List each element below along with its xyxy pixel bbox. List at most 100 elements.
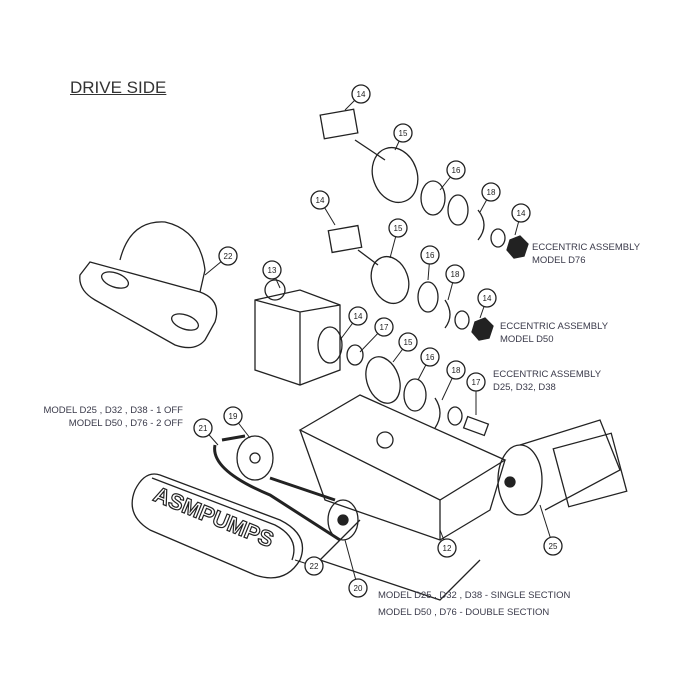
- eccentric-assembly-d76: [319, 108, 529, 259]
- label-eccentric-d76: ECCENTRIC ASSEMBLY MODEL D76: [532, 241, 640, 267]
- callout-circle: [437, 538, 457, 558]
- callout-circle: [481, 182, 501, 202]
- callout-number: 14: [354, 312, 363, 321]
- callout-number: 22: [224, 252, 233, 261]
- callout-circle: [193, 418, 213, 438]
- belt-guard-rear: [79, 221, 218, 349]
- callout-13: 13: [262, 260, 282, 289]
- callout-circle: [348, 578, 368, 598]
- eccentric-assembly-d50: [327, 224, 494, 341]
- label-line: MODEL D76: [532, 255, 586, 266]
- callout-17: 17: [466, 372, 486, 415]
- callout-17: 17: [359, 317, 394, 353]
- callout-number: 12: [443, 544, 452, 553]
- callout-circle: [348, 306, 368, 326]
- label-line: D25, D32, D38: [493, 382, 556, 393]
- callout-21: 21: [193, 418, 219, 446]
- callout-number: 25: [549, 542, 558, 551]
- callout-15: 15: [392, 332, 418, 363]
- callout-number: 18: [487, 188, 496, 197]
- callout-15: 15: [388, 218, 408, 259]
- base-plate: [298, 394, 507, 601]
- label-line: ECCENTRIC ASSEMBLY: [493, 369, 602, 380]
- callout-number: 15: [404, 338, 413, 347]
- callout-circle: [262, 260, 282, 280]
- callout-circle: [445, 264, 465, 284]
- callout-16: 16: [420, 245, 440, 281]
- callout-number: 18: [452, 366, 461, 375]
- callout-circle: [446, 160, 466, 180]
- callout-number: 22: [310, 562, 319, 571]
- diagram-title: DRIVE SIDE: [70, 78, 167, 97]
- callout-circle: [388, 218, 408, 238]
- callout-12: 12: [437, 529, 457, 558]
- label-pulley-quantity: MODEL D25 , D32 , D38 - 1 OFF MODEL D50 …: [40, 404, 183, 430]
- callout-number: 14: [483, 294, 492, 303]
- callout-circle: [304, 556, 324, 576]
- callout-number: 15: [399, 129, 408, 138]
- pulleys-and-belt: [213, 434, 359, 542]
- callout-circle: [393, 123, 413, 143]
- callout-number: 17: [472, 378, 481, 387]
- callout-number: 21: [199, 424, 208, 433]
- callout-25: 25: [539, 504, 563, 556]
- callout-circle: [420, 245, 440, 265]
- callout-18: 18: [479, 182, 501, 213]
- label-line: MODEL D25 , D32 , D38 - SINGLE SECTION: [378, 590, 571, 601]
- eccentric-assembly-d25: [365, 356, 490, 437]
- gearbox: [254, 279, 364, 386]
- label-line: ECCENTRIC ASSEMBLY: [500, 321, 609, 332]
- callout-number: 16: [452, 166, 461, 175]
- callout-circle: [446, 360, 466, 380]
- label-eccentric-d50: ECCENTRIC ASSEMBLY MODEL D50: [500, 320, 608, 346]
- callout-circle: [477, 288, 497, 308]
- callout-circle: [310, 190, 330, 210]
- callout-16: 16: [439, 160, 466, 191]
- callout-22: 22: [204, 246, 238, 276]
- asm-pumps-logo: ASMPUMPS: [150, 481, 277, 552]
- callout-circle: [398, 332, 418, 352]
- callout-14: 14: [344, 84, 371, 111]
- label-section: MODEL D25 , D32 , D38 - SINGLE SECTION M…: [378, 587, 570, 621]
- label-eccentric-d25: ECCENTRIC ASSEMBLY D25, D32, D38: [493, 368, 601, 394]
- callout-22: 22: [294, 556, 324, 576]
- callout-circle: [466, 372, 486, 392]
- label-line: ECCENTRIC ASSEMBLY: [532, 242, 641, 253]
- callout-19: 19: [223, 406, 251, 439]
- callout-number: 20: [354, 584, 363, 593]
- callout-number: 17: [380, 323, 389, 332]
- callout-18: 18: [441, 360, 466, 401]
- callout-number: 19: [229, 412, 238, 421]
- belt-guard-front: [131, 473, 304, 579]
- label-line: MODEL D50 , D76 - DOUBLE SECTION: [378, 607, 550, 618]
- callout-circle: [420, 347, 440, 367]
- callout-14: 14: [339, 306, 368, 341]
- callout-number: 13: [268, 266, 277, 275]
- callout-circle: [374, 317, 394, 337]
- callout-circle: [223, 406, 243, 426]
- callout-number: 14: [517, 209, 526, 218]
- callout-14: 14: [477, 288, 497, 319]
- electric-motor: [497, 419, 628, 516]
- callout-number: 16: [426, 353, 435, 362]
- callout-number: 14: [316, 196, 325, 205]
- callout-18: 18: [445, 264, 465, 301]
- callout-number: 15: [394, 224, 403, 233]
- label-line: MODEL D50 , D76 - 2 OFF: [68, 418, 183, 429]
- callout-number: 18: [451, 270, 460, 279]
- callout-circle: [351, 84, 371, 104]
- callout-14: 14: [511, 203, 531, 236]
- callout-number: 16: [426, 251, 435, 260]
- callout-circle: [218, 246, 238, 266]
- callout-20: 20: [344, 539, 368, 598]
- callout-circle: [511, 203, 531, 223]
- label-line: MODEL D25 , D32 , D38 - 1 OFF: [43, 405, 183, 416]
- callout-14: 14: [310, 190, 336, 226]
- callout-number: 14: [357, 90, 366, 99]
- callout-circle: [543, 536, 563, 556]
- callout-15: 15: [393, 123, 413, 151]
- label-line: MODEL D50: [500, 334, 554, 345]
- callout-16: 16: [417, 347, 440, 381]
